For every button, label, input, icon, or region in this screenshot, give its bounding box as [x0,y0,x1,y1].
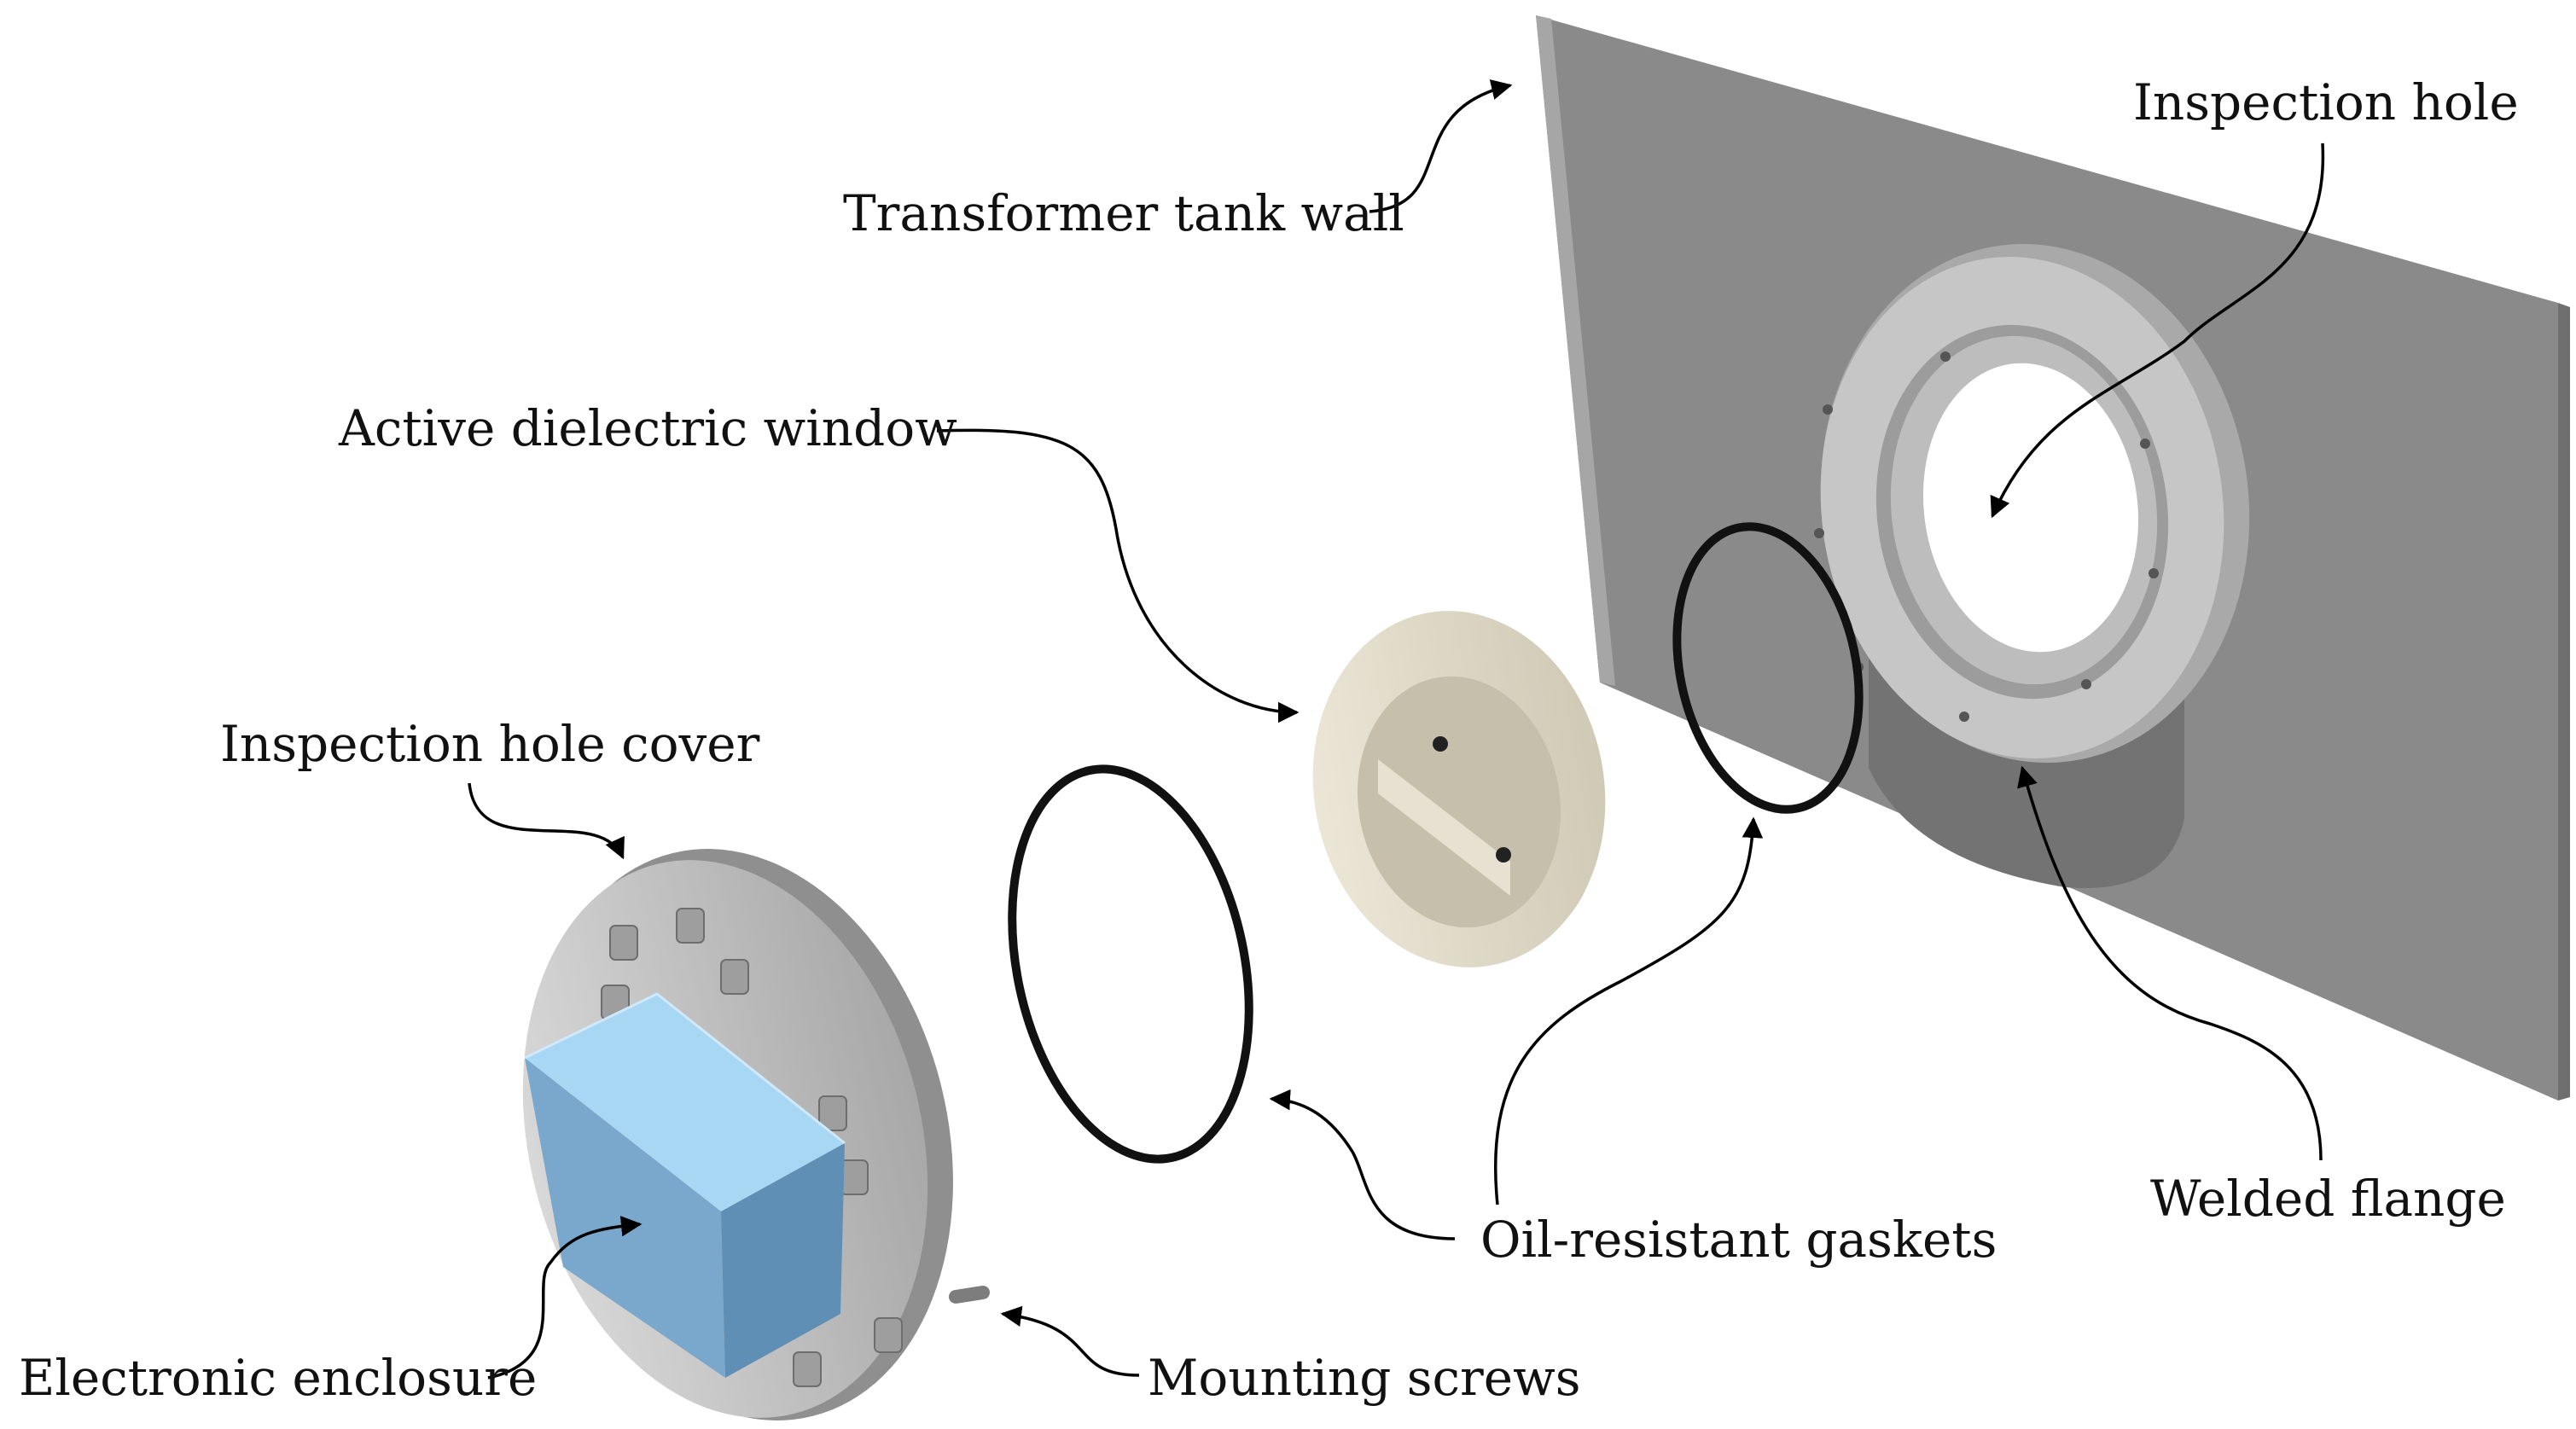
label-hole-cover: Inspection hole cover [220,715,760,773]
label-welded-flange: Welded flange [2150,1170,2506,1228]
leader-mounting-screws [1000,1305,1140,1377]
screw-heads [601,908,903,1387]
welded-flange [1814,243,2250,888]
leader-lines [468,79,2325,1380]
inspection-hole-opening [1922,363,2139,653]
oil-resistant-gasket-left [1008,764,1253,1164]
leader-dielectric-window [936,428,1300,723]
leader-hole-cover [468,782,625,860]
leader-welded-flange [2017,765,2323,1161]
label-tank-wall: Transformer tank wall [843,184,1404,242]
leader-inspection-hole [1990,142,2325,519]
leader-gasket-left [1269,1089,1456,1240]
label-dielectric-window: Active dielectric window [338,399,957,457]
label-mounting-screws: Mounting screws [1148,1349,1581,1407]
oil-resistant-gasket-right [1672,522,1864,814]
label-inspection-hole: Inspection hole [2133,73,2519,131]
leader-tank-wall [1369,79,1513,213]
leader-electronic-enclosure [487,1216,643,1380]
leader-gasket-right [1493,816,1764,1205]
active-dielectric-window [1312,611,1606,967]
label-gaskets: Oil-resistant gaskets [1480,1211,1997,1269]
label-electronic-enclosure: Electronic enclosure [19,1349,537,1407]
